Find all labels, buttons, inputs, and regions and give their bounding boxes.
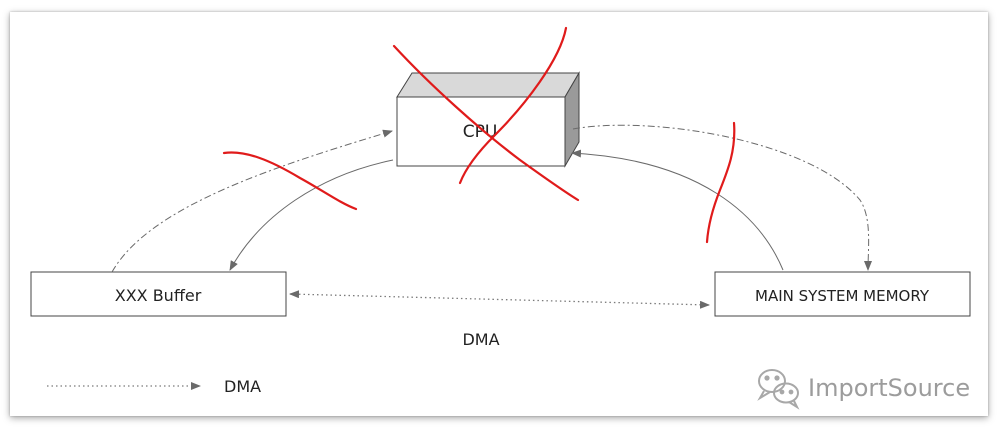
memory-node: MAIN SYSTEM MEMORY xyxy=(714,271,971,317)
memory-label: MAIN SYSTEM MEMORY xyxy=(755,287,930,305)
dma-edge-label: DMA xyxy=(462,330,499,349)
memory-box xyxy=(714,271,971,317)
edge-cpu-to-memory xyxy=(572,124,873,271)
edge-memory-to-cpu xyxy=(571,149,784,271)
cpu-cube-front xyxy=(396,96,566,167)
memory-link-strike xyxy=(705,121,736,244)
buffer-node: XXX Buffer xyxy=(30,271,287,317)
buffer-box xyxy=(30,271,287,317)
watermark-text: ImportSource xyxy=(808,374,970,402)
buffer-label: XXX Buffer xyxy=(115,286,202,305)
legend: DMA xyxy=(47,377,261,396)
strike-marks xyxy=(222,26,736,244)
edge-buffer-memory-dma xyxy=(289,290,710,309)
legend-label: DMA xyxy=(224,377,261,396)
cpu-strike-stroke-2 xyxy=(458,26,568,185)
edge-buffer-to-cpu xyxy=(111,129,393,273)
watermark: ImportSource xyxy=(757,369,970,410)
wechat-icon xyxy=(757,369,800,410)
buffer-link-strike xyxy=(222,151,358,211)
cpu-strike-stroke-1 xyxy=(392,44,580,202)
cpu-label: CPU xyxy=(463,122,498,142)
cpu-node: CPU xyxy=(396,71,580,168)
edge-cpu-to-buffer xyxy=(229,159,394,271)
